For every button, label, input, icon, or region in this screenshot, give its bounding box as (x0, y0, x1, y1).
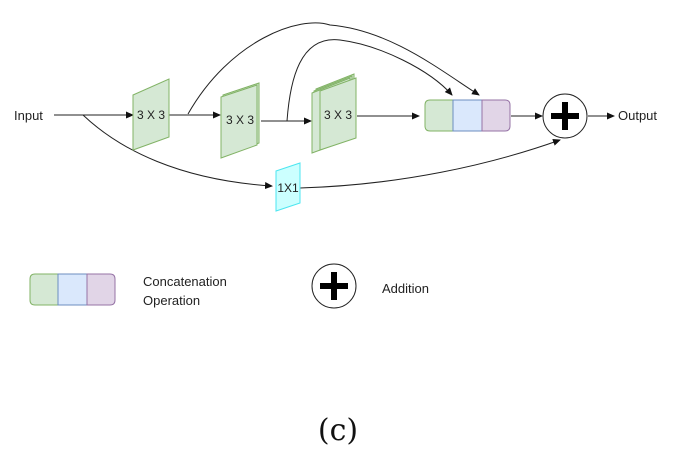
legend-addition-label: Addition (382, 281, 429, 296)
skip-edge-conv2-concat (286, 39, 453, 122)
output-label: Output (618, 108, 657, 123)
conv-block-3-label: 3 X 3 (324, 108, 352, 122)
concat-block (424, 99, 511, 132)
conv-block-1: 3 X 3 (132, 78, 170, 151)
legend-concat-swatch (29, 273, 116, 306)
addition-node (542, 93, 588, 139)
conv-block-2: 3 X 3 (220, 82, 260, 159)
legend-addition-symbol (311, 263, 357, 309)
conv-block-2-label: 3 X 3 (226, 113, 254, 127)
skip-edge-conv1-concat (187, 22, 480, 115)
figure-caption: (c) (318, 413, 358, 448)
input-label: Input (14, 108, 43, 123)
edge-conv1x1-addition (299, 139, 561, 189)
edge-input-conv1x1 (82, 114, 273, 190)
conv-block-3: 3 X 3 (311, 73, 357, 154)
conv-1x1-label: 1X1 (277, 181, 299, 195)
conv-block-1-label: 3 X 3 (137, 108, 165, 122)
conv-1x1-block: 1X1 (275, 162, 301, 212)
legend-concat-label-1: Concatenation (143, 274, 227, 289)
legend-concat-label-2: Operation (143, 293, 200, 308)
